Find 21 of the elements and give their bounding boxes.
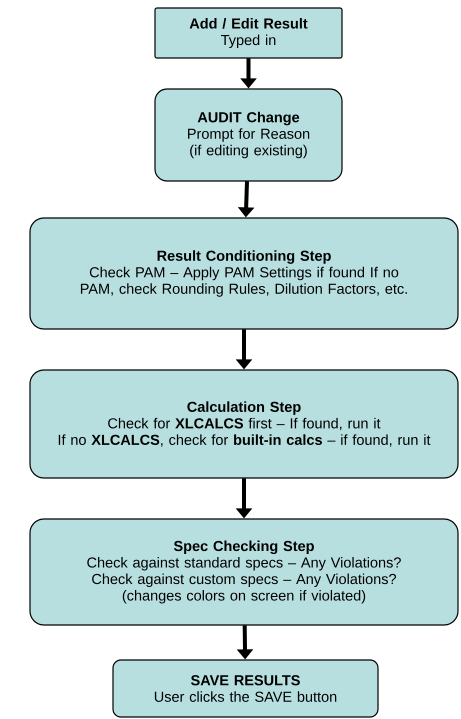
step-description: Check PAM – Apply PAM Settings if found If no PAM, check Rounding Rules, Dilution Factors, etc.: [80, 266, 407, 297]
step-heading: Result Conditioning Step: [158, 250, 331, 264]
step-description: Check for XLCALCS first – If found, run it: [108, 418, 380, 430]
step-description: Typed in: [221, 34, 276, 48]
step-description: If no XLCALCS, check for built-in calcs – if found, run it: [58, 434, 430, 447]
process-box: [112, 659, 379, 718]
step-heading: Spec Checking Step: [174, 540, 314, 554]
step-description: (changes colors on screen if violated): [122, 590, 366, 604]
step-description: User clicks the SAVE button: [154, 691, 336, 702]
step-heading: Add / Edit Result: [190, 18, 308, 29]
step-description: Check against custom specs – Any Violations?: [92, 574, 396, 588]
step-description: Check against standard specs – Any Violations?: [87, 557, 401, 571]
process-box: [29, 217, 459, 330]
step-heading: Calculation Step: [187, 401, 301, 415]
process-box: [154, 88, 343, 182]
step-heading: SAVE RESULTS: [191, 675, 300, 686]
process-box: [29, 518, 459, 626]
step-description: Prompt for Reason (if editing existing): [188, 128, 310, 158]
step-heading: AUDIT Change: [198, 112, 300, 126]
process-box: [154, 7, 343, 59]
process-box: [29, 369, 459, 479]
